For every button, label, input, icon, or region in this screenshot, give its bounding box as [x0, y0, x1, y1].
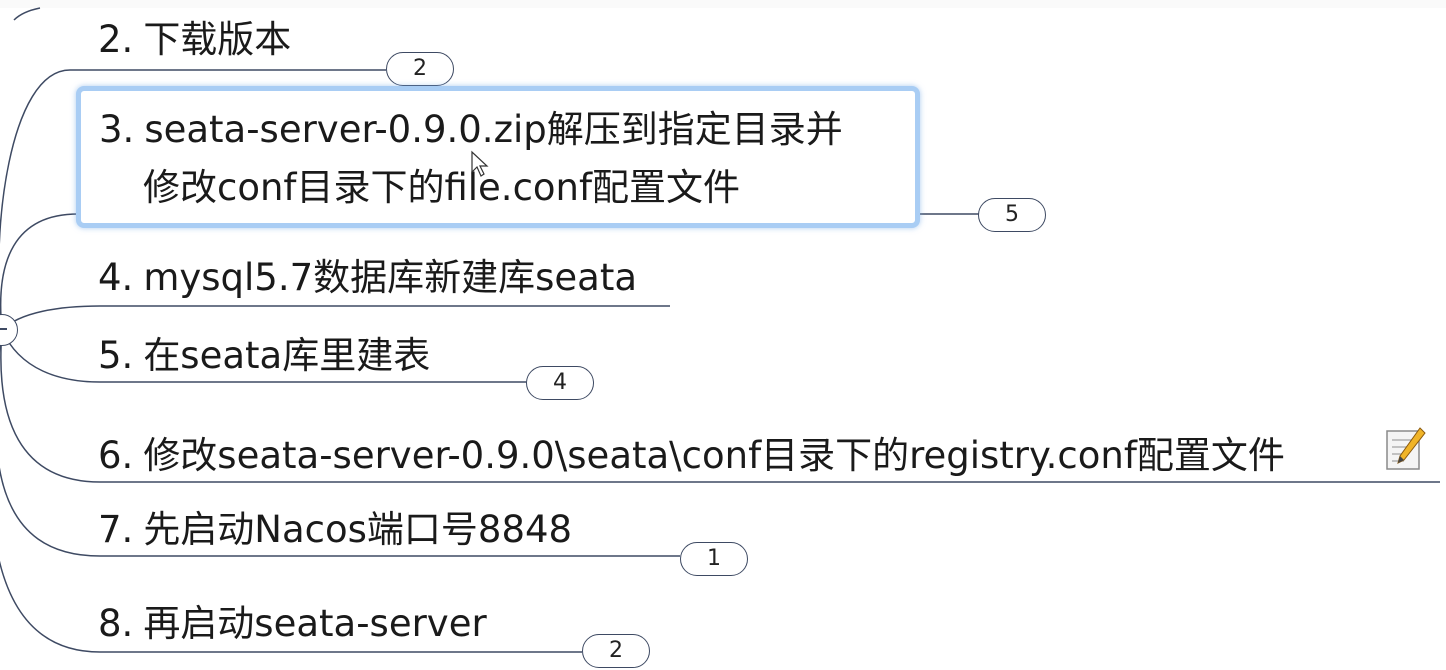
topic-number: 7. — [98, 508, 134, 551]
topic-5[interactable]: 5.在seata库里建表 — [98, 326, 430, 386]
topic-2[interactable]: 2.下载版本 — [98, 10, 291, 70]
topic-number: 4. — [98, 256, 134, 299]
topic-text: 先启动Nacos端口号8848 — [143, 508, 573, 551]
topic-number: 2. — [98, 18, 134, 61]
topic-text: 下载版本 — [143, 18, 292, 61]
topic-3[interactable]: 3.seata-server-0.9.0.zip解压到指定目录并 修改conf目… — [76, 86, 920, 228]
mouse-cursor-icon — [471, 150, 489, 177]
topic-text: 再启动seata-server — [143, 602, 487, 645]
topic-6[interactable]: 6.修改seata-server-0.9.0\seata\conf目录下的reg… — [98, 426, 1285, 486]
top-edge — [0, 0, 1446, 8]
topic-5-count-badge[interactable]: 4 — [526, 366, 594, 400]
topic-text: seata-server-0.9.0.zip解压到指定目录并 — [144, 108, 843, 151]
topic-8[interactable]: 8.再启动seata-server — [98, 594, 487, 654]
topic-text: 修改seata-server-0.9.0\seata\conf目录下的regis… — [143, 434, 1285, 477]
topic-3-count-badge[interactable]: 5 — [978, 198, 1046, 232]
topic-text: mysql5.7数据库新建库seata — [143, 256, 638, 299]
topic-8-count-badge[interactable]: 2 — [582, 634, 650, 668]
note-pencil-icon[interactable] — [1384, 426, 1426, 472]
topic-number: 6. — [98, 434, 134, 477]
topic-7[interactable]: 7.先启动Nacos端口号8848 — [98, 500, 572, 560]
topic-7-count-badge[interactable]: 1 — [680, 542, 748, 576]
collapse-minus-icon[interactable] — [0, 314, 18, 346]
topic-number: 8. — [98, 602, 134, 645]
topic-number: 3. — [99, 108, 135, 151]
topic-text: 在seata库里建表 — [143, 334, 431, 377]
topic-text-line2: 修改conf目录下的file.conf配置文件 — [143, 166, 741, 209]
connector-top — [13, 7, 41, 21]
topic-number: 5. — [98, 334, 134, 377]
topic-2-count-badge[interactable]: 2 — [386, 52, 454, 86]
topic-4[interactable]: 4.mysql5.7数据库新建库seata — [98, 248, 637, 308]
